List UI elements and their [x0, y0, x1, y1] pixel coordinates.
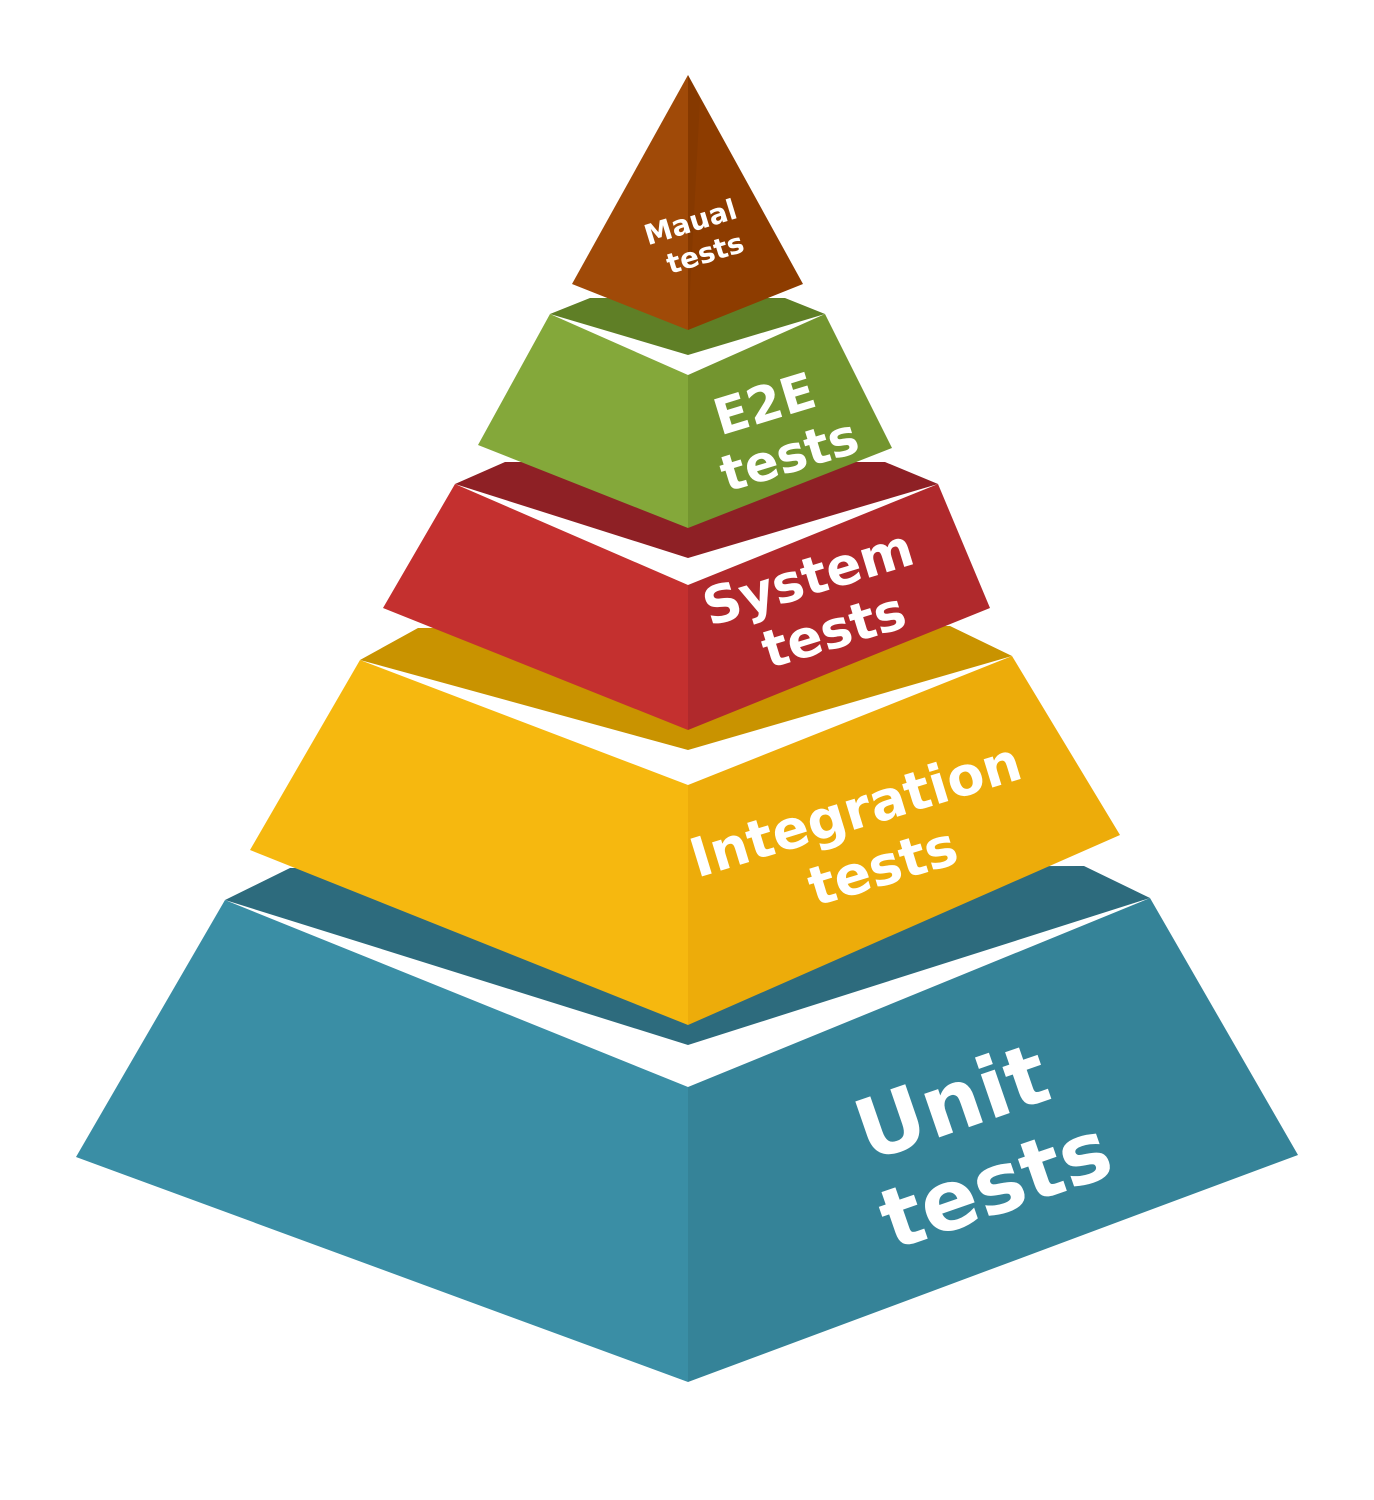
- layer-e2e-left-face: [478, 314, 688, 528]
- layer-unit-right-face: [688, 898, 1298, 1382]
- layer-integration-left-face: [250, 660, 688, 1025]
- layer-system-left-face: [383, 484, 688, 730]
- layer-manual-right-face: [688, 75, 803, 330]
- layer-e2e: E2E tests: [478, 298, 892, 528]
- layer-system-right-face: [688, 484, 990, 730]
- layer-system: System tests: [383, 462, 990, 730]
- layer-manual-left-face: [572, 75, 688, 330]
- layer-unit-left-face: [76, 900, 688, 1382]
- layer-integration-right-face: [688, 656, 1120, 1025]
- layer-manual-edge-shade: [688, 75, 700, 330]
- layer-e2e-right-face: [688, 314, 892, 528]
- layer-manual: Maual tests: [572, 75, 803, 330]
